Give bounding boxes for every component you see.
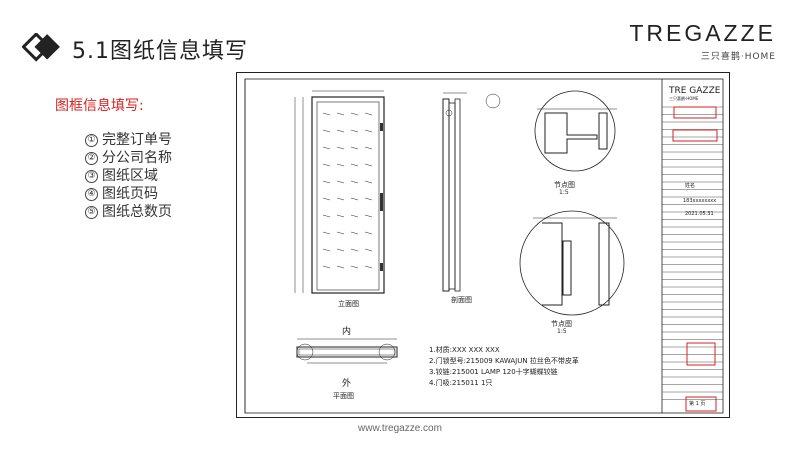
footer-url: www.tregazze.com (358, 423, 442, 434)
item-text: 分公司名称 (102, 150, 172, 166)
elevation-label: 立面图 (338, 299, 359, 308)
list-item: ② 分公司名称 (85, 149, 172, 167)
detail-1-scale: 1:5 (559, 189, 569, 196)
material-notes: 1.材质:XXX XXX XXX 2.门锁型号:215009 KAWAJUN 拉… (429, 345, 579, 387)
pattern-mark (364, 248, 373, 252)
pattern-mark (336, 248, 345, 252)
highlight-drawing-area (686, 342, 716, 366)
sheet-value: 第 1 页 (689, 400, 705, 407)
detail-2-scale: 1:5 (557, 328, 567, 335)
pattern-mark (350, 265, 359, 269)
pattern-mark (364, 197, 373, 201)
drawing-canvas: 立面图 剖面图 节点图 1:5 节点图 (244, 78, 724, 414)
pattern-mark (350, 231, 359, 235)
highlight-branch-name (672, 129, 718, 142)
pattern-mark (322, 248, 331, 252)
brand-right-text: GAZZE (684, 20, 776, 46)
highlight-order-number (673, 106, 717, 119)
list-item: ⑤ 图纸总数页 (85, 203, 172, 221)
pattern-mark (322, 146, 331, 150)
item-number: ② (85, 151, 98, 165)
item-text: 完整订单号 (102, 132, 172, 148)
elevation-view: 立面图 (294, 90, 385, 308)
highlight-page-number (685, 396, 717, 412)
pattern-mark (336, 112, 345, 116)
title-block-brand: TRE GAZZE (668, 86, 721, 96)
section-view: 剖面图 (442, 92, 501, 304)
pattern-mark (322, 197, 331, 201)
title-block: TRE GAZZE 三只喜鹊·HOME 姓名 183xxxxxxxx 2021.… (661, 79, 723, 413)
detail-2-label: 节点图 (551, 320, 572, 328)
plan-label: 平面图 (333, 392, 354, 400)
list-item: ④ 图纸页码 (85, 185, 172, 203)
pattern-mark (350, 146, 359, 150)
pattern-mark (336, 231, 345, 235)
pattern-mark (322, 180, 331, 184)
pattern-mark (364, 231, 373, 235)
pattern-mark (336, 197, 345, 201)
phone-value: 183xxxxxxxx (683, 198, 716, 204)
title-block-brand-sub: 三只喜鹊·HOME (669, 95, 699, 101)
list-item: ① 完整订单号 (85, 131, 172, 149)
name-label: 姓名 (685, 182, 695, 189)
detail-view-2: 节点图 1:5 (519, 210, 625, 335)
pattern-mark (364, 180, 373, 184)
item-number: ④ (85, 187, 98, 201)
pattern-mark (350, 248, 359, 252)
note-line: 3.铰链:215001 LAMP 120十字蝴蝶铰链 (429, 367, 558, 376)
pattern-mark (322, 163, 331, 167)
pattern-mark (364, 265, 373, 269)
pattern-mark (350, 180, 359, 184)
item-number: ① (85, 133, 98, 147)
plan-view: 内 外 平面图 (296, 325, 398, 400)
pattern-mark (364, 214, 373, 218)
detail-1-label: 节点图 (554, 181, 575, 189)
item-text: 图纸页码 (102, 186, 158, 202)
pattern-mark (322, 129, 331, 133)
brand-left-text: TRE (629, 20, 685, 46)
plan-inner-label: 内 (342, 325, 351, 337)
item-text: 图纸总数页 (102, 204, 172, 220)
pattern-mark (364, 129, 373, 133)
section-label: 图框信息填写: (55, 98, 144, 114)
plan-outer-label: 外 (342, 377, 351, 389)
pattern-mark (364, 146, 373, 150)
pattern-mark (336, 180, 345, 184)
pattern-mark (350, 214, 359, 218)
brand-logo: TRE GAZZE 三只喜鹊·HOME (629, 20, 776, 62)
item-number: ③ (85, 169, 98, 183)
pattern-mark (350, 197, 359, 201)
pattern-mark (336, 214, 345, 218)
pattern-mark (322, 231, 331, 235)
pattern-mark (350, 112, 359, 116)
page-title: 5.1图纸信息填写 (72, 39, 248, 64)
pattern-mark (350, 163, 359, 167)
list-item: ③ 图纸区域 (85, 167, 172, 185)
pattern-mark (322, 214, 331, 218)
note-line: 1.材质:XXX XXX XXX (429, 345, 500, 354)
brand-subtitle: 三只喜鹊·HOME (700, 52, 776, 62)
pattern-mark (336, 129, 345, 133)
note-line: 2.门锁型号:215009 KAWAJUN 拉丝色不带皮革 (429, 356, 579, 365)
pattern-mark (364, 112, 373, 116)
item-number: ⑤ (85, 205, 98, 219)
pattern-mark (364, 163, 373, 167)
date-value: 2021.05.31 (685, 211, 714, 217)
drawing-sheet: 立面图 剖面图 节点图 1:5 节点图 (236, 72, 730, 418)
pattern-mark (336, 265, 345, 269)
logo-diamond-icon (21, 31, 66, 63)
pattern-mark (336, 146, 345, 150)
pattern-mark (336, 163, 345, 167)
pattern-mark (322, 265, 331, 269)
pattern-mark (322, 112, 331, 116)
info-list: ① 完整订单号 ② 分公司名称 ③ 图纸区域 ④ 图纸页码 ⑤ 图纸总数页 (85, 131, 172, 221)
item-text: 图纸区域 (102, 168, 158, 184)
note-line: 4.门吸:215011 1只 (429, 378, 492, 387)
pattern-mark (350, 129, 359, 133)
detail-view-1: 节点图 1:5 (534, 90, 617, 196)
section-label: 剖面图 (451, 295, 472, 304)
